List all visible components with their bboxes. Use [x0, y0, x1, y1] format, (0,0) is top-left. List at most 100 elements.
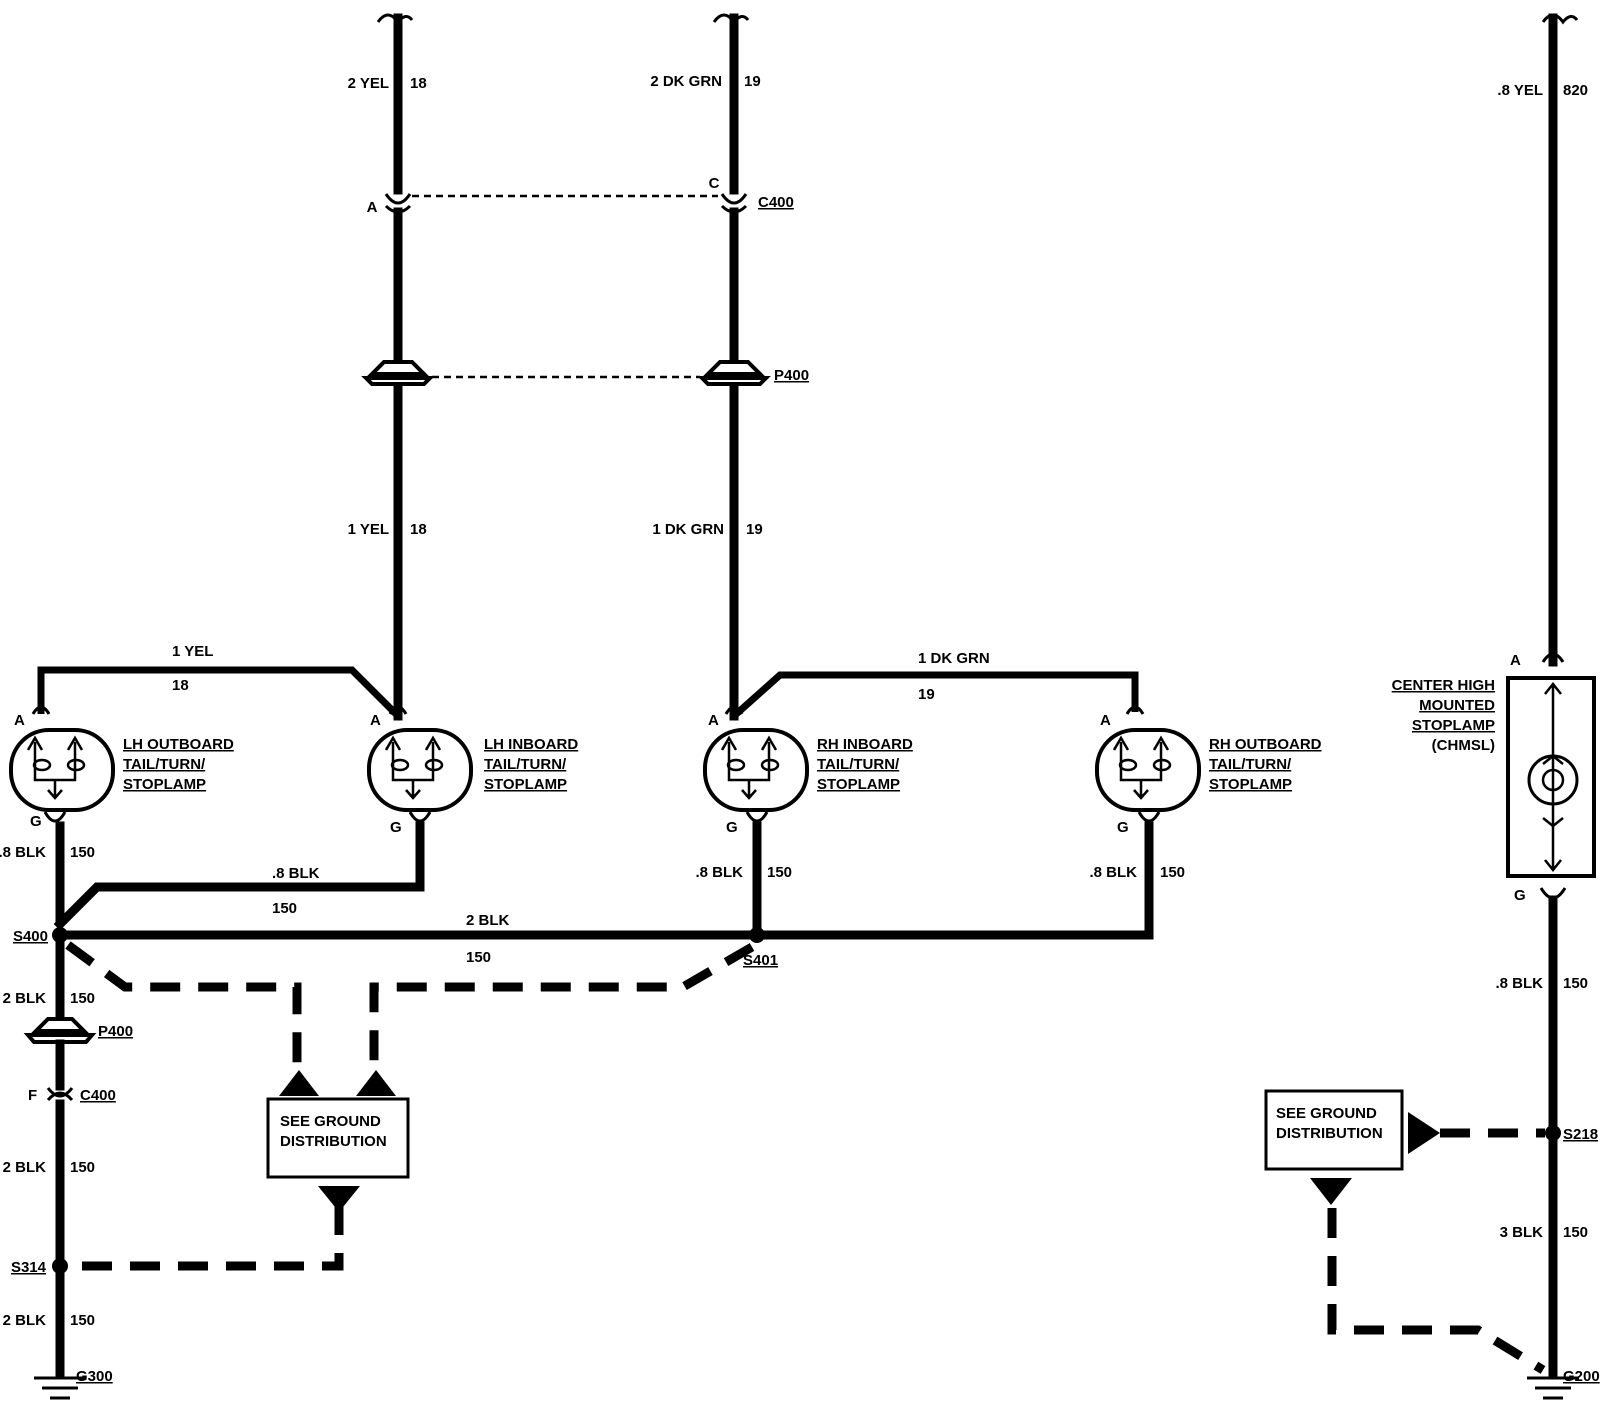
label-s401: S401 [743, 952, 778, 969]
label-s400-down-size: 2 BLK [3, 990, 47, 1007]
label-g300: G300 [76, 1368, 113, 1385]
label-bus-size: 2 BLK [466, 912, 510, 929]
lamp-lh-inboard-line2: TAIL/TURN/ [484, 756, 567, 773]
splice-labels: S400 S401 S314 S218 G300 G200 [11, 928, 1600, 1385]
label-rh-in-gnd-circuit: 150 [767, 864, 792, 881]
label-pin-a-lh-out: A [14, 712, 25, 729]
wire-labels: 2 YEL 18 2 DK GRN 19 .8 YEL 820 1 YEL 18… [0, 73, 1588, 1329]
label-rh-out-gnd-circuit: 150 [1160, 864, 1185, 881]
label-top-yel-circuit: 18 [410, 75, 427, 92]
label-pin-a-rh-in: A [708, 712, 719, 729]
lamp-rh-outboard-line3: STOPLAMP [1209, 776, 1292, 793]
ground-distribution-box-right [1264, 1089, 1440, 1205]
lamp-labels: LH OUTBOARD TAIL/TURN/ STOPLAMP LH INBOA… [123, 677, 1495, 793]
lamp-rh-outboard [1095, 705, 1201, 823]
label-p400-top: P400 [774, 367, 809, 384]
lamp-chmsl-line2: MOUNTED [1419, 697, 1495, 714]
wire-rh-jumper [731, 671, 1139, 719]
lamp-rh-inboard-line1: RH INBOARD [817, 736, 913, 753]
ground-box-labels: SEE GROUND DISTRIBUTION SEE GROUND DISTR… [280, 1105, 1383, 1150]
ground-symbol-g200 [1527, 1376, 1579, 1400]
dashed-ground-paths [65, 941, 1546, 1374]
lamp-lh-outboard [9, 705, 115, 823]
label-lh-in-gnd-circuit: 150 [272, 900, 297, 917]
ground-distribution-box-left [266, 1070, 410, 1212]
label-mid-grn-circuit: 19 [746, 521, 763, 538]
label-rh-jump-circuit: 19 [918, 686, 935, 703]
ground-box-left-line1: SEE GROUND [280, 1113, 381, 1130]
label-c400-top: C400 [758, 194, 794, 211]
lamp-lh-outboard-line3: STOPLAMP [123, 776, 206, 793]
label-g200: G200 [1563, 1368, 1600, 1385]
label-pin-g-rh-in: G [726, 819, 738, 836]
label-s218-down-size: 3 BLK [1500, 1224, 1544, 1241]
label-chmsl-gnd-circuit: 150 [1563, 975, 1588, 992]
lamp-lh-outboard-line1: LH OUTBOARD [123, 736, 234, 753]
lamp-lh-inboard-line1: LH INBOARD [484, 736, 578, 753]
label-s218: S218 [1563, 1126, 1598, 1143]
wire-break-symbols [376, 13, 1579, 25]
ground-box-left-line2: DISTRIBUTION [280, 1133, 387, 1150]
label-top-chmsl-circuit: 820 [1563, 82, 1588, 99]
label-pin-c-grn: C [709, 175, 720, 192]
label-top-grn-size: 2 DK GRN [650, 73, 722, 90]
label-c400-bottom: C400 [80, 1087, 116, 1104]
label-rh-jump-size: 1 DK GRN [918, 650, 990, 667]
label-mid-yel-circuit: 18 [410, 521, 427, 538]
label-lh-in-gnd-size: .8 BLK [272, 865, 320, 882]
label-pin-g-lh-in: G [390, 819, 402, 836]
c400-connector-top [384, 193, 748, 214]
wire-s400-down [23, 930, 97, 1377]
label-s314-down-circuit: 150 [70, 1312, 95, 1329]
label-pin-a-lh-in: A [370, 712, 381, 729]
label-top-chmsl-size: .8 YEL [1497, 82, 1543, 99]
label-c400-down-circuit: 150 [70, 1159, 95, 1176]
label-p400-bottom: P400 [98, 1023, 133, 1040]
lamp-chmsl-line3: STOPLAMP [1412, 717, 1495, 734]
lamp-lh-inboard [367, 705, 473, 823]
label-s400-down-circuit: 150 [70, 990, 95, 1007]
label-pin-a-chmsl: A [1510, 652, 1521, 669]
label-lh-jump-size: 1 YEL [172, 643, 213, 660]
wire-lh-jumper [37, 666, 401, 719]
connector-labels: A C C400 P400 A A A A A G G G G G P400 F… [14, 175, 1526, 1104]
label-s400: S400 [13, 928, 48, 945]
label-lh-jump-circuit: 18 [172, 677, 189, 694]
label-rh-in-gnd-size: .8 BLK [695, 864, 743, 881]
label-chmsl-gnd-size: .8 BLK [1495, 975, 1543, 992]
lamp-rh-inboard [703, 705, 809, 823]
label-pin-a-rh-out: A [1100, 712, 1111, 729]
label-s218-down-circuit: 150 [1563, 1224, 1588, 1241]
label-mid-grn-size: 1 DK GRN [652, 521, 724, 538]
lamp-lh-inboard-line3: STOPLAMP [484, 776, 567, 793]
label-mid-yel-size: 1 YEL [348, 521, 389, 538]
label-rh-out-gnd-size: .8 BLK [1089, 864, 1137, 881]
lamp-chmsl [1506, 652, 1596, 900]
lamp-rh-outboard-line1: RH OUTBOARD [1209, 736, 1322, 753]
wire-lamp-grounds [53, 821, 1154, 940]
label-s314: S314 [11, 1259, 47, 1276]
label-pin-f: F [28, 1087, 37, 1104]
label-bus-circuit: 150 [466, 949, 491, 966]
label-pin-a-yel: A [367, 199, 378, 216]
label-pin-g-rh-out: G [1117, 819, 1129, 836]
ground-box-right-line2: DISTRIBUTION [1276, 1125, 1383, 1142]
label-lh-out-gnd-circuit: 150 [70, 844, 95, 861]
label-top-yel-size: 2 YEL [348, 75, 389, 92]
lamp-rh-inboard-line2: TAIL/TURN/ [817, 756, 900, 773]
lamp-rh-outboard-line2: TAIL/TURN/ [1209, 756, 1292, 773]
p400-passthrough-top [361, 360, 771, 386]
lamp-chmsl-line4: (CHMSL) [1432, 737, 1495, 754]
label-pin-g-lh-out: G [30, 813, 42, 830]
ground-box-right-line1: SEE GROUND [1276, 1105, 1377, 1122]
label-lh-out-gnd-size: .8 BLK [0, 844, 46, 861]
label-c400-down-size: 2 BLK [3, 1159, 47, 1176]
label-top-grn-circuit: 19 [744, 73, 761, 90]
label-s314-down-size: 2 BLK [3, 1312, 47, 1329]
lamp-chmsl-line1: CENTER HIGH [1392, 677, 1495, 694]
ground-symbol-g300 [34, 1376, 86, 1400]
label-pin-g-chmsl: G [1514, 887, 1526, 904]
lamp-rh-inboard-line3: STOPLAMP [817, 776, 900, 793]
lamp-lh-outboard-line2: TAIL/TURN/ [123, 756, 206, 773]
